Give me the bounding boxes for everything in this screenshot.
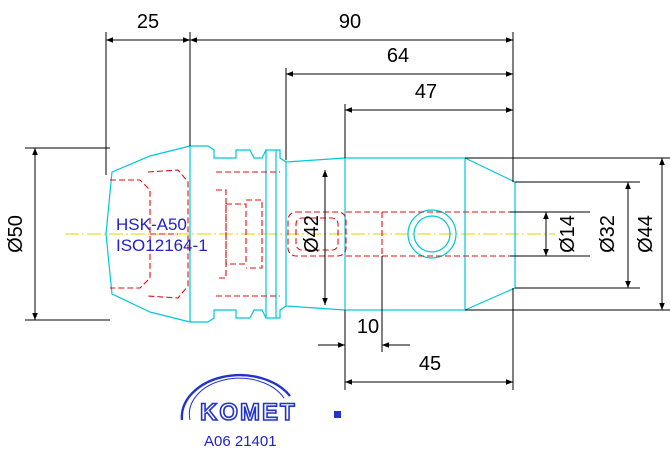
- dim-dia-14: Ø14: [557, 215, 579, 253]
- dimension-lines: [25, 32, 670, 390]
- part-number: A06 21401: [204, 433, 277, 450]
- dim-dia-32: Ø32: [597, 215, 619, 253]
- logo-text: KOMET: [200, 399, 297, 426]
- logo-arc: [180, 373, 291, 421]
- dim-10: 10: [357, 316, 379, 338]
- dim-90: 90: [339, 11, 361, 33]
- dim-47: 47: [415, 81, 437, 103]
- dim-45: 45: [419, 353, 441, 375]
- dim-dia-50: Ø50: [5, 215, 27, 253]
- komet-logo: KOMET: [180, 373, 341, 427]
- dim-dia-42: Ø42: [301, 215, 323, 253]
- label-iso: ISO12164-1: [116, 236, 208, 255]
- label-hsk: HSK-A50: [116, 215, 187, 234]
- logo-dot: [334, 411, 341, 418]
- dim-25: 25: [137, 11, 159, 33]
- part-outline: [105, 145, 516, 323]
- dim-64: 64: [387, 45, 409, 67]
- dim-dia-44: Ø44: [635, 215, 657, 253]
- hidden-lines: [110, 169, 510, 299]
